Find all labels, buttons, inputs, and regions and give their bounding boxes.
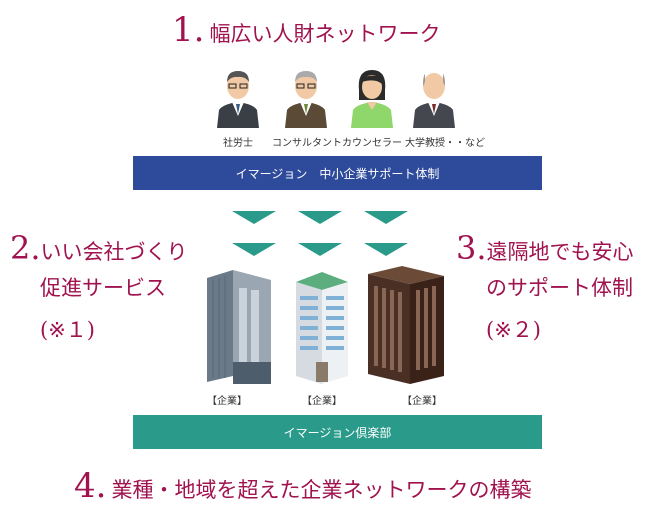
person-professor-icon bbox=[413, 73, 455, 128]
role-label: コンサルタント bbox=[272, 138, 342, 149]
company-label: 【企業】 bbox=[207, 396, 247, 407]
person-labor-consultant-icon bbox=[217, 71, 259, 128]
person-consultant-icon bbox=[285, 71, 327, 128]
remote-support-heading: 3.遠隔地でも安心 のサポート体制 (※２) bbox=[456, 230, 634, 348]
service-line1: いい会社づくり bbox=[40, 240, 188, 264]
person-counselor-icon bbox=[351, 70, 393, 128]
heading-text: 業種・地域を超えた企業ネットワークの構築 bbox=[111, 478, 532, 502]
service-line2: 促進サービス bbox=[40, 276, 166, 300]
heading-number: 4. bbox=[74, 466, 107, 506]
remote-number: 3. bbox=[456, 229, 487, 267]
heading-business-network: 4. 業種・地域を超えた企業ネットワークの構築 bbox=[74, 466, 532, 506]
service-heading: 2.いい会社づくり 促進サービス (※１) bbox=[10, 230, 188, 348]
company-label: 【企業】 bbox=[402, 396, 442, 407]
company-label: 【企業】 bbox=[302, 396, 342, 407]
heading-text: 幅広い人財ネットワーク bbox=[209, 22, 441, 46]
down-arrows-icon bbox=[232, 211, 408, 256]
club-label: イマージョン倶楽部 bbox=[283, 425, 392, 440]
support-system-bar: イマージョン 中小企業サポート体制 bbox=[133, 156, 542, 190]
remote-line2: のサポート体制 bbox=[486, 276, 633, 300]
heading-network: 1. 幅広い人財ネットワーク bbox=[172, 10, 441, 50]
remote-line1: 遠隔地でも安心 bbox=[486, 240, 634, 264]
service-number: 2. bbox=[10, 229, 41, 267]
role-label: 社労士 bbox=[223, 138, 253, 149]
remote-note: (※２) bbox=[486, 318, 541, 342]
office-building-white-icon bbox=[296, 272, 348, 384]
office-building-brown-icon bbox=[368, 266, 444, 384]
support-system-label: イマージョン 中小企業サポート体制 bbox=[235, 166, 440, 181]
heading-number: 1. bbox=[172, 10, 205, 50]
role-label: カウンセラー bbox=[342, 138, 402, 149]
office-building-glass-icon bbox=[207, 270, 271, 384]
club-bar: イマージョン倶楽部 bbox=[133, 415, 542, 449]
service-note: (※１) bbox=[40, 318, 95, 342]
role-label: 大学教授・・など bbox=[405, 138, 485, 149]
